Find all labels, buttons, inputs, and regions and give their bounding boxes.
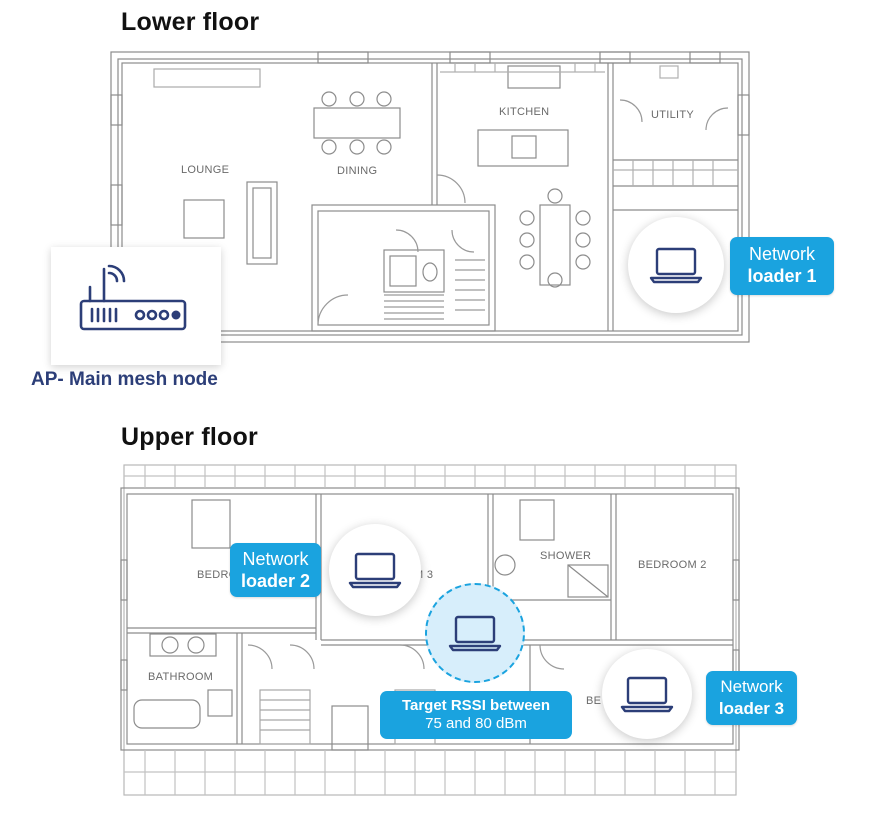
- network-loader-1-marker: [628, 217, 724, 313]
- laptop-icon: [649, 247, 703, 284]
- router-icon: [79, 264, 187, 331]
- lower-floor-plan: [110, 51, 750, 343]
- target-rssi-callout: Target RSSI between 75 and 80 dBm: [380, 691, 572, 739]
- network-loader-2-callout: Network loader 2: [230, 543, 321, 597]
- room-label-bedroom2: BEDROOM 2: [638, 559, 707, 571]
- network-loader-3-marker: [602, 649, 692, 739]
- lower-floor-title: Lower floor: [121, 8, 260, 36]
- room-label-utility: UTILITY: [651, 109, 694, 121]
- laptop-icon: [448, 615, 502, 652]
- room-label-bedroom: BEDRO: [197, 569, 238, 581]
- room-label-kitchen: KITCHEN: [499, 106, 549, 118]
- room-label-dining: DINING: [337, 165, 377, 177]
- laptop-icon: [348, 552, 402, 589]
- room-label-shower: SHOWER: [540, 550, 591, 562]
- room-label-be: BE: [586, 695, 601, 707]
- access-point-card: [51, 247, 221, 365]
- upper-floor-title: Upper floor: [121, 423, 258, 451]
- network-loader-2-marker: [329, 524, 421, 616]
- room-label-bathroom: BATHROOM: [148, 671, 213, 683]
- room-label-lounge: LOUNGE: [181, 164, 229, 176]
- access-point-label: AP- Main mesh node: [31, 369, 218, 390]
- network-loader-3-callout: Network loader 3: [706, 671, 797, 725]
- target-rssi-marker: [425, 583, 525, 683]
- laptop-icon: [620, 676, 674, 713]
- network-loader-1-callout: Network loader 1: [730, 237, 834, 295]
- upper-floor-plan: [120, 464, 740, 796]
